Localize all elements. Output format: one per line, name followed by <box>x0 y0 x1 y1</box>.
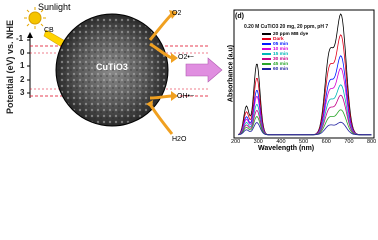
legend-label: 45 min <box>273 62 289 67</box>
tick-1: 1 <box>20 61 25 70</box>
o2-radical-arrow-head-icon <box>171 53 178 63</box>
tick-minus1: -1 <box>16 34 24 43</box>
legend-item: 45 min <box>262 62 308 67</box>
h2o-arrow-head-icon <box>146 100 153 108</box>
tick-2: 2 <box>20 75 25 84</box>
legend-item: 60 min <box>262 67 308 72</box>
sem-image <box>55 13 169 127</box>
legend-label: 05 min <box>273 42 289 47</box>
x-tick-label: 200 <box>231 139 241 145</box>
o2-arrow-head-icon <box>169 10 178 19</box>
legend-swatch <box>262 42 271 45</box>
figure: Sunlight <box>5 2 377 152</box>
cb-label: CB <box>44 27 54 34</box>
legend-swatch <box>262 52 271 55</box>
legend-label: 15 min <box>273 52 289 57</box>
legend-item: 30 min <box>262 57 308 62</box>
chart-y-label: Absorbance (a.u) <box>227 44 235 103</box>
chart-title: 0.20 M CuTiO3 20 mg, 20 ppm, pH 7 <box>244 24 329 30</box>
legend-label: 60 min <box>273 67 289 72</box>
o2-label: O2 <box>172 10 182 17</box>
legend-label: Dark <box>273 37 284 42</box>
o2-radical-label: O2•− <box>178 54 194 61</box>
legend-label: 30 min <box>273 57 289 62</box>
sun-icon <box>24 7 46 29</box>
o2-radical-arrow <box>149 42 173 60</box>
tick-0: 0 <box>20 48 25 57</box>
panel-letter: (d) <box>235 13 244 20</box>
legend-swatch <box>262 57 271 60</box>
x-tick-label: 700 <box>344 139 354 145</box>
x-tick-label: 800 <box>367 139 377 145</box>
legend-swatch <box>262 62 271 65</box>
legend-swatch <box>262 67 271 70</box>
oh-arrow <box>149 94 173 100</box>
oh-radical-label: OH•− <box>177 93 195 100</box>
y-axis-label: Potential (eV) vs. NHE <box>5 19 15 115</box>
h2o-arrow <box>148 103 174 135</box>
legend-item: 15 min <box>262 52 308 57</box>
legend-label: 20 ppm MB dye <box>273 32 309 37</box>
o2-arrow <box>148 12 174 41</box>
legend-swatch <box>262 32 271 35</box>
legend-item: 05 min <box>262 42 308 47</box>
x-tick-label: 300 <box>253 139 263 145</box>
x-tick-label: 600 <box>321 139 331 145</box>
legend-swatch <box>262 37 271 40</box>
chart-x-label: Wavelength (nm) <box>258 145 315 152</box>
x-tick-label: 500 <box>299 139 309 145</box>
legend-swatch <box>262 47 271 50</box>
sunlight-label: Sunlight <box>38 2 71 12</box>
legend-item: 10 min <box>262 47 308 52</box>
oh-arrow-head-icon <box>171 91 178 101</box>
legend-label: 10 min <box>273 47 289 52</box>
x-tick-label: 400 <box>276 139 286 145</box>
plot-area <box>238 13 372 136</box>
series-line <box>238 121 372 136</box>
transition-arrow-icon <box>185 57 223 83</box>
h2o-label: H2O <box>172 136 187 143</box>
tick-3: 3 <box>20 88 25 97</box>
legend-item: 20 ppm MB dye <box>262 32 308 37</box>
catalyst-label: CuTiO3 <box>96 62 128 72</box>
legend-item: Dark <box>262 37 308 42</box>
schematic-svg <box>24 7 375 139</box>
axis-arrow-icon <box>27 32 33 38</box>
